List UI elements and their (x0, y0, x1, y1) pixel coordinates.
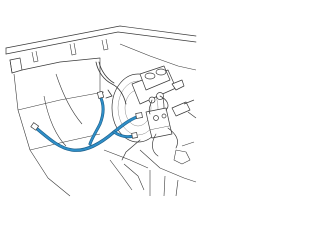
inner-fender-apron (13, 73, 105, 197)
master-cylinder (131, 65, 185, 105)
brake-hose-illustration (5, 25, 197, 197)
hose-fittings (30, 90, 143, 139)
lower-frame (103, 141, 195, 191)
fender-outline (5, 25, 197, 74)
brake-hose-highlight (34, 94, 142, 152)
fender-brackets (31, 38, 109, 63)
parts-diagram (5, 25, 197, 197)
wiring-harness (95, 61, 127, 105)
